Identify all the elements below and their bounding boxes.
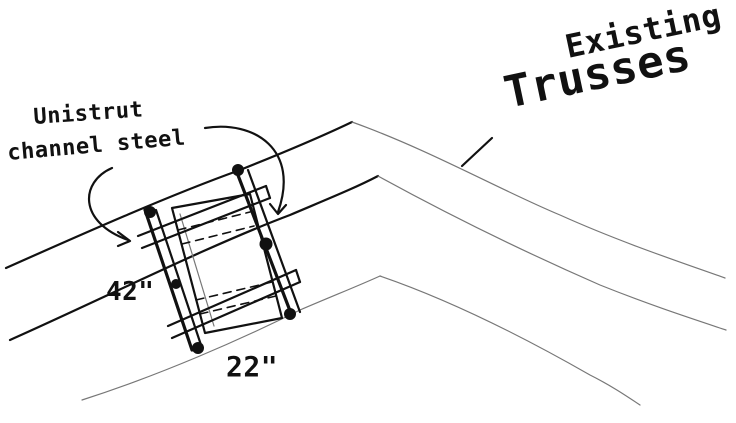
channel-left-inner: [154, 208, 204, 350]
bracket-plate: [170, 192, 284, 335]
bolt-bottom-left: [192, 342, 204, 354]
unistrut-arrowhead-right: [268, 202, 288, 216]
middle-truss-left: [8, 174, 380, 342]
bottom-strap-lower: [170, 280, 302, 340]
bolt-mid-right: [259, 237, 273, 251]
unistrut-label-line2: channel steel: [6, 125, 186, 165]
bolt-top-left: [144, 206, 156, 218]
unistrut-leader-left: [88, 166, 130, 242]
unistrut-label-line1: Unistrut: [33, 97, 144, 130]
bolt-top-right: [232, 164, 244, 176]
channel-left-outer: [143, 208, 194, 352]
unistrut-bracket: [136, 164, 302, 354]
unistrut-arrowhead-left: [116, 230, 132, 248]
top-truss-left: [4, 120, 354, 270]
bottom-truss-right: [379, 275, 641, 406]
truss-chords: [4, 120, 727, 406]
top-strap-cap: [264, 184, 272, 200]
leader-lines: [88, 125, 494, 248]
bolt-bottom-right: [284, 308, 296, 320]
hidden-line-2: [181, 225, 255, 245]
hidden-line-4: [199, 295, 277, 315]
height-dimension: 42": [106, 277, 154, 307]
trusses-leader: [460, 136, 494, 168]
top-truss-right: [351, 121, 726, 279]
channel-right-inner: [246, 168, 302, 314]
bottom-strap-cap: [294, 268, 302, 284]
width-dimension: 22": [226, 350, 278, 383]
unistrut-leader-right: [203, 125, 285, 214]
hidden-line-1: [177, 211, 251, 231]
bottom-truss-left: [81, 275, 381, 401]
top-strap-upper: [136, 184, 268, 238]
bolt-mid-left: [171, 279, 181, 289]
middle-truss-right: [377, 175, 727, 331]
bottom-strap-upper: [166, 268, 298, 328]
